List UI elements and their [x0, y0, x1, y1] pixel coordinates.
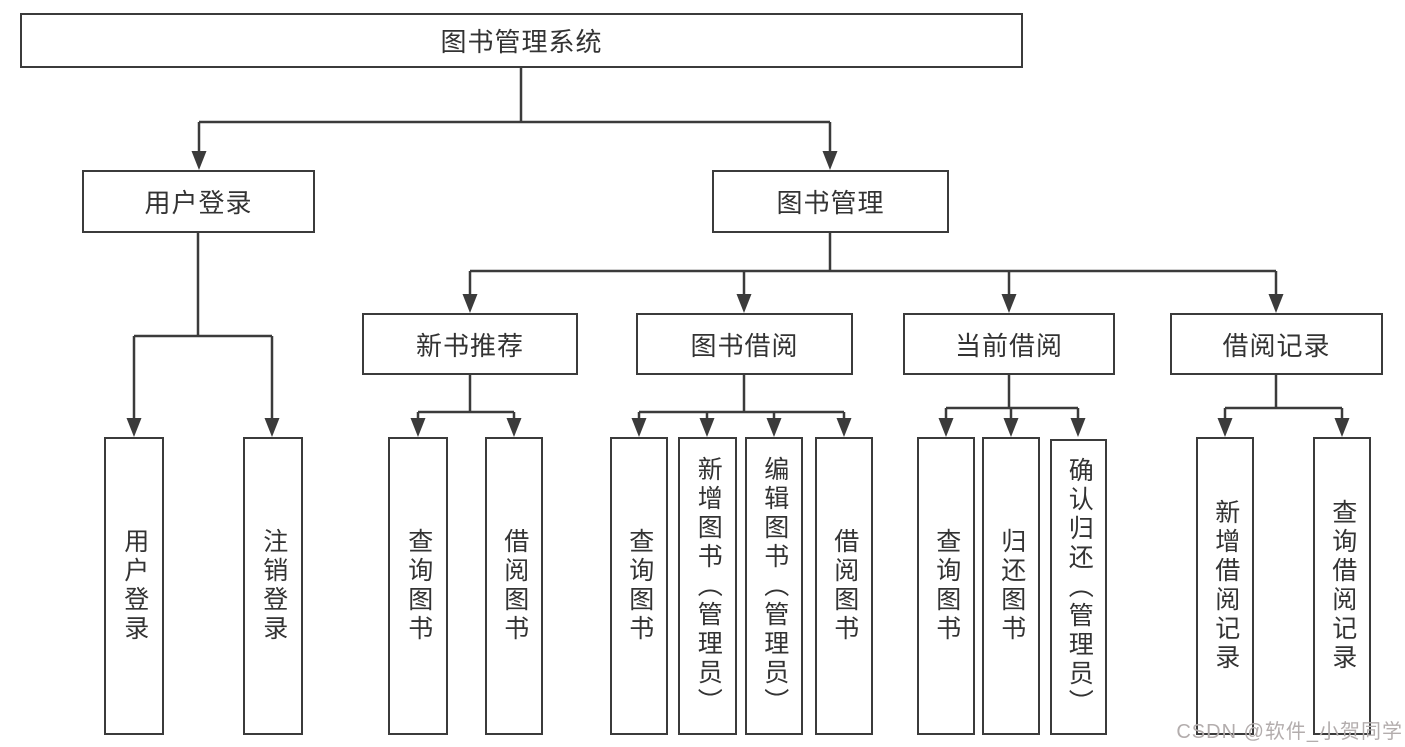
leaf-return-books: 归还图书 [982, 437, 1040, 735]
arrow-down-icon [938, 418, 954, 437]
leaf-borrow-books-2-label: 借阅图书 [830, 528, 859, 644]
node-new-book-recommend-label: 新书推荐 [415, 330, 524, 361]
connector-user-login-children [126, 233, 280, 437]
leaf-query-books-1: 查询图书 [388, 437, 448, 735]
node-book-management-label: 图书管理 [776, 188, 885, 218]
node-borrowing-records: 借阅记录 [1170, 313, 1383, 375]
leaf-user-login: 用户登录 [104, 437, 164, 735]
arrow-down-icon [410, 418, 426, 437]
node-user-login: 用户登录 [82, 170, 315, 233]
node-borrowing-records-label: 借阅记录 [1222, 330, 1331, 361]
leaf-add-books-admin-label: 新增图书（管理员） [694, 455, 723, 717]
leaf-borrow-books-2: 借阅图书 [815, 437, 873, 735]
leaf-query-books-3-label: 查询图书 [932, 528, 961, 644]
leaf-return-books-label: 归还图书 [997, 528, 1026, 644]
leaf-add-borrow-record-label: 新增借阅记录 [1211, 499, 1240, 673]
node-current-borrowing: 当前借阅 [903, 313, 1115, 375]
leaf-query-borrow-record-label: 查询借阅记录 [1328, 499, 1357, 673]
arrow-down-icon [631, 418, 647, 437]
leaf-confirm-return-admin: 确认归还（管理员） [1050, 439, 1107, 735]
leaf-add-borrow-record: 新增借阅记录 [1196, 437, 1254, 735]
arrow-down-icon [1070, 418, 1086, 437]
node-user-login-label: 用户登录 [144, 188, 253, 218]
node-book-borrowing-label: 图书借阅 [690, 330, 799, 361]
arrow-down-icon [506, 418, 522, 437]
arrow-down-icon [1001, 294, 1017, 313]
arrow-down-icon [822, 151, 838, 170]
leaf-user-login-label: 用户登录 [120, 528, 149, 644]
node-root-system: 图书管理系统 [20, 13, 1023, 68]
node-book-management: 图书管理 [712, 170, 949, 233]
arrow-down-icon [126, 418, 142, 437]
leaf-borrow-books-1: 借阅图书 [485, 437, 543, 735]
leaf-edit-books-admin: 编辑图书（管理员） [745, 437, 803, 735]
leaf-query-books-1-label: 查询图书 [404, 528, 433, 644]
leaf-add-books-admin: 新增图书（管理员） [678, 437, 737, 735]
connector-book-mgmt-children [462, 233, 1284, 313]
csdn-watermark: CSDN @软件_小贺同学 [1176, 721, 1403, 743]
leaf-query-books-2-label: 查询图书 [625, 528, 654, 644]
node-root-system-label: 图书管理系统 [440, 27, 603, 57]
node-new-book-recommend: 新书推荐 [362, 313, 578, 375]
leaf-confirm-return-admin-label: 确认归还（管理员） [1065, 456, 1094, 718]
arrow-down-icon [1003, 418, 1019, 437]
node-book-borrowing: 图书借阅 [636, 313, 853, 375]
connector-borrow-children [631, 375, 852, 437]
arrow-down-icon [736, 294, 752, 313]
connector-current-children [938, 375, 1086, 437]
leaf-logout-label: 注销登录 [259, 528, 288, 644]
arrow-down-icon [1334, 418, 1350, 437]
arrow-down-icon [1217, 418, 1233, 437]
leaf-query-books-2: 查询图书 [610, 437, 668, 735]
arrow-down-icon [836, 418, 852, 437]
node-current-borrowing-label: 当前借阅 [954, 330, 1063, 361]
connector-records-children [1217, 375, 1350, 437]
arrow-down-icon [1268, 294, 1284, 313]
arrow-down-icon [264, 418, 280, 437]
leaf-query-borrow-record: 查询借阅记录 [1313, 437, 1371, 735]
leaf-borrow-books-1-label: 借阅图书 [500, 528, 529, 644]
connector-root-to-level2 [191, 68, 838, 170]
arrow-down-icon [766, 418, 782, 437]
leaf-query-books-3: 查询图书 [917, 437, 975, 735]
leaf-logout: 注销登录 [243, 437, 303, 735]
arrow-down-icon [699, 418, 715, 437]
leaf-edit-books-admin-label: 编辑图书（管理员） [760, 455, 789, 717]
connector-newbook-children [410, 375, 522, 437]
arrow-down-icon [191, 151, 207, 170]
arrow-down-icon [462, 294, 478, 313]
